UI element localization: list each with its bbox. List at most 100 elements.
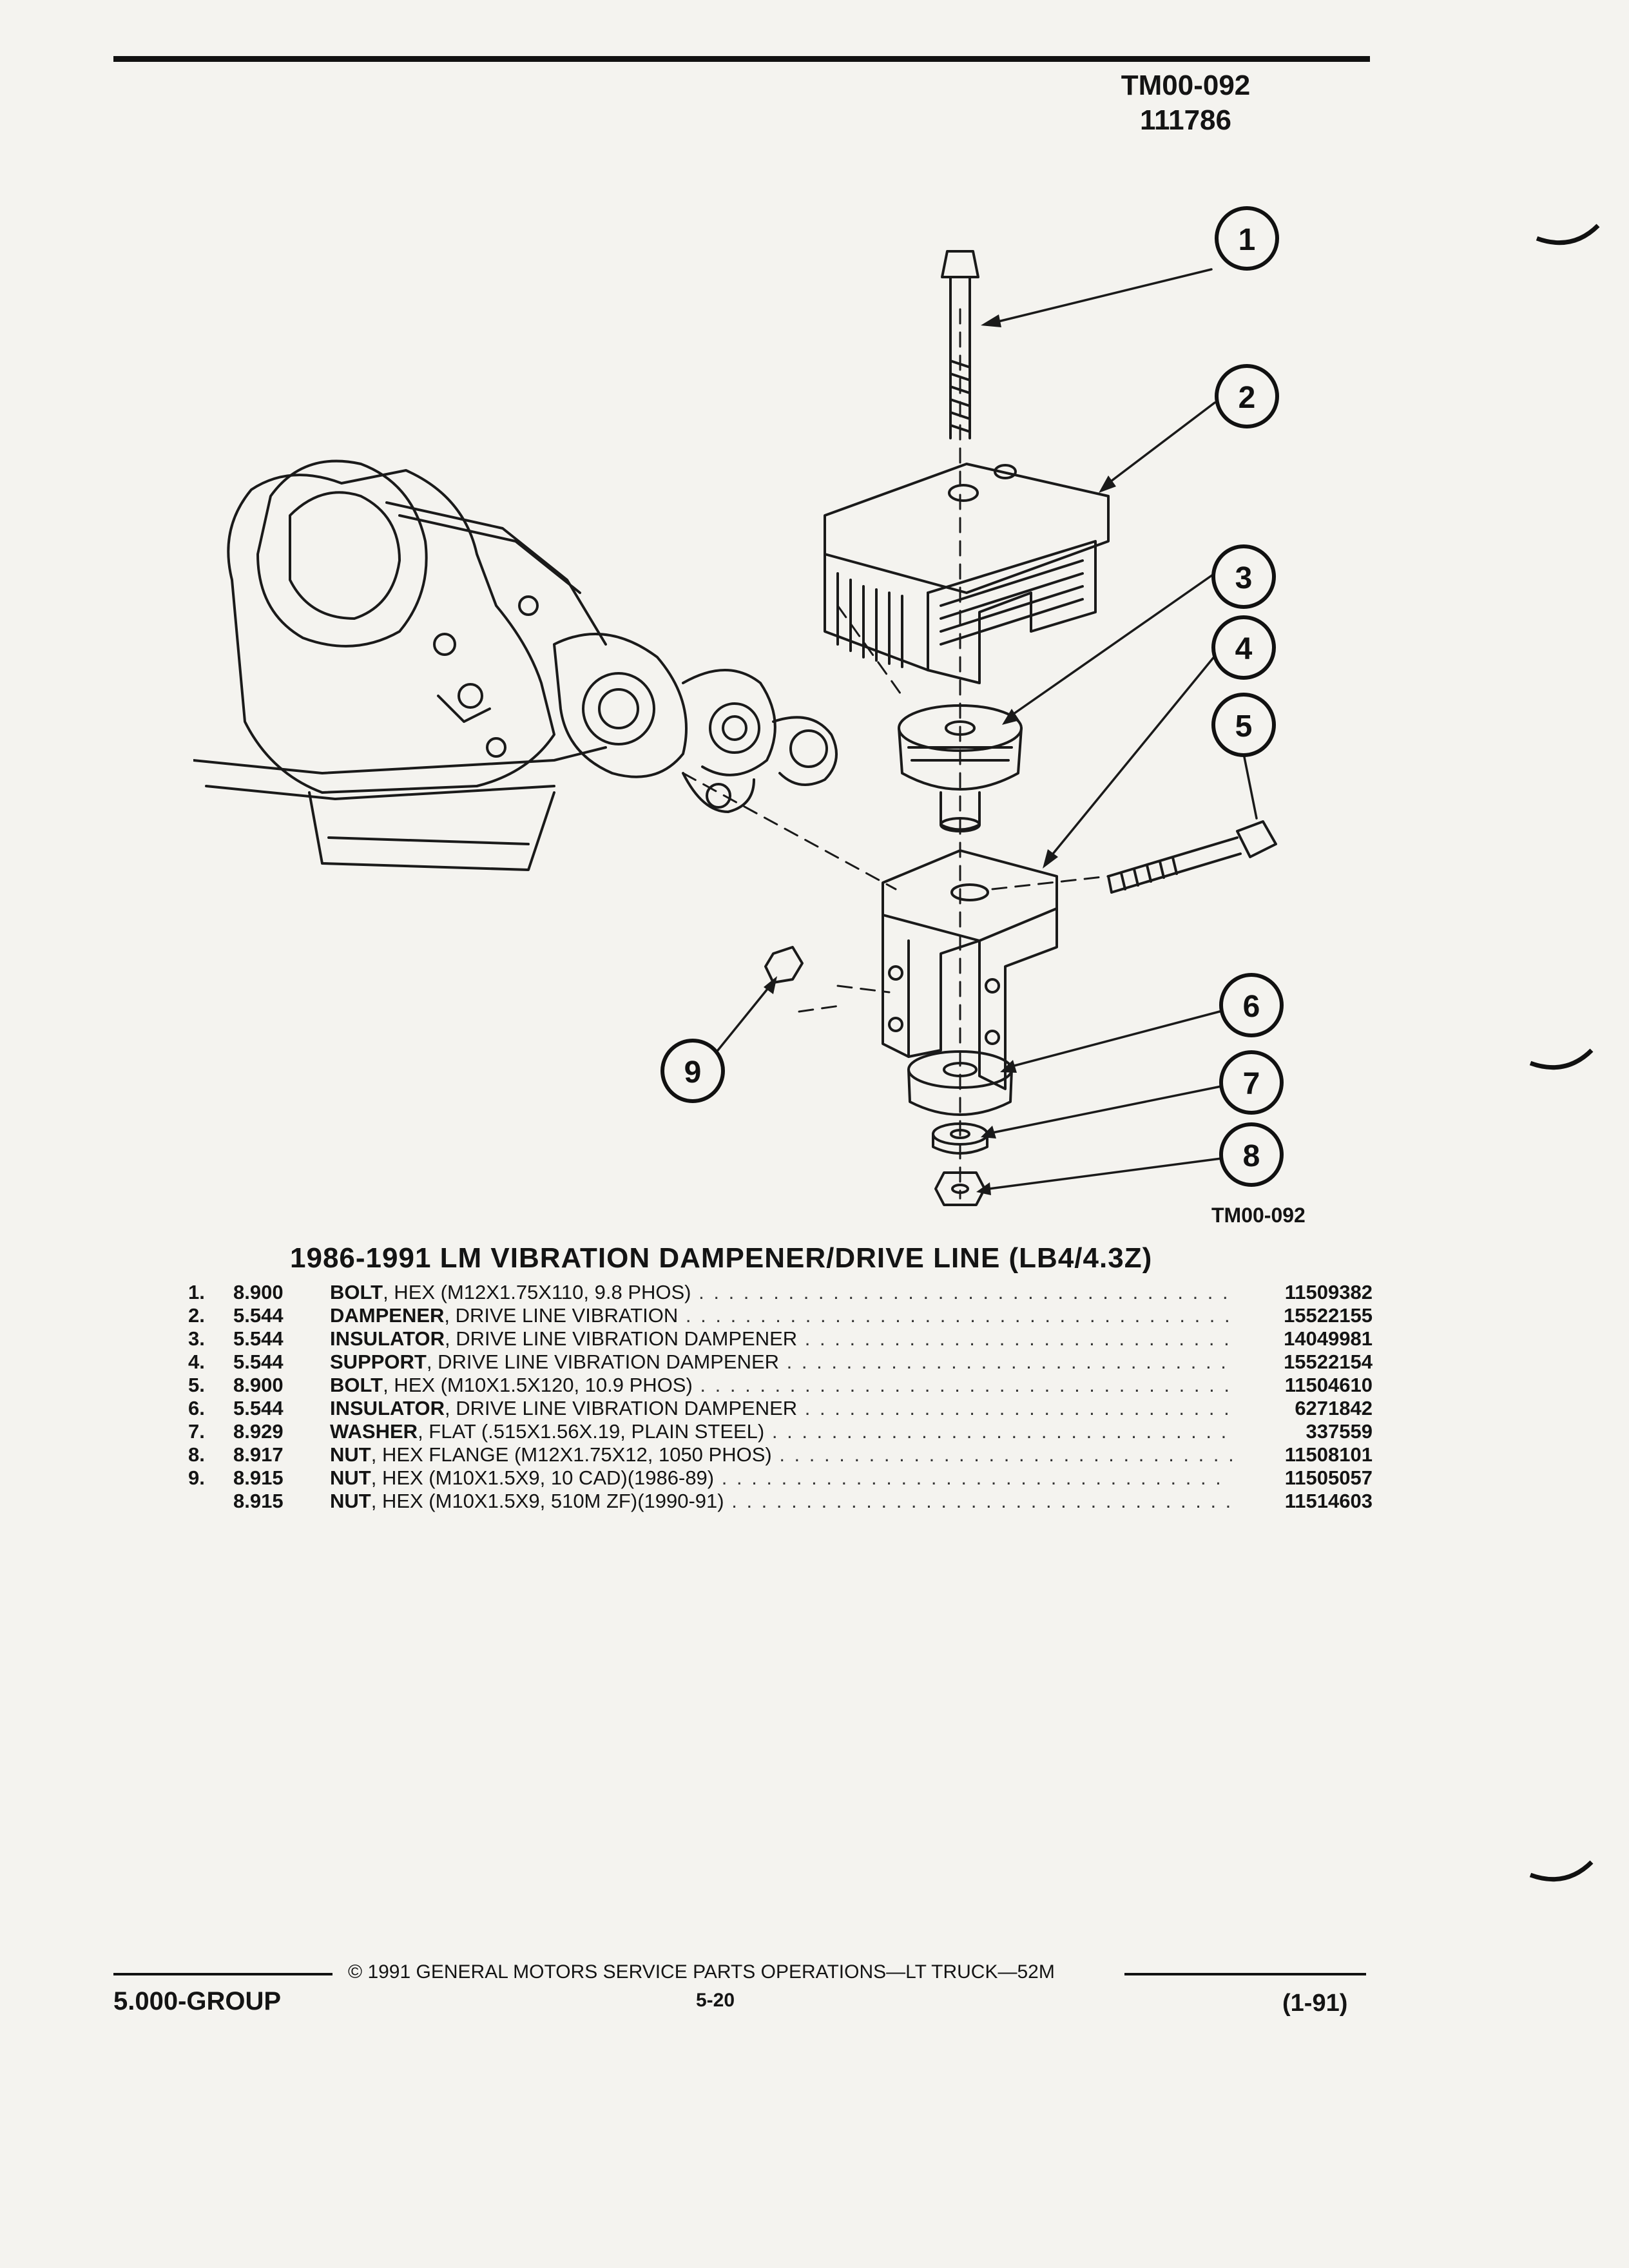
item-number: 2. (188, 1304, 205, 1327)
callout-6: 6 (1219, 973, 1284, 1037)
part-name: INSULATOR (330, 1397, 445, 1419)
bolt-1-illustration (941, 250, 979, 439)
transmission-illustration (193, 459, 838, 871)
part-name: BOLT (330, 1281, 383, 1303)
part-detail: , HEX (M10X1.5X9, 510M ZF)(1990-91) (371, 1490, 724, 1512)
group-number: 8.900 (233, 1374, 284, 1396)
svg-text:4: 4 (1235, 632, 1253, 666)
part-name: WASHER (330, 1420, 418, 1443)
nut-8-illustration (934, 1171, 986, 1206)
callout-2: 2 (1215, 364, 1279, 428)
callout-3: 3 (1211, 544, 1276, 609)
part-detail: , DRIVE LINE VIBRATION DAMPENER (444, 1327, 798, 1350)
part-number: 11509382 (1284, 1281, 1373, 1303)
exploded-view-diagram: 1 2 3 4 5 6 7 8 (193, 206, 1284, 1206)
part-name: DAMPENER (330, 1304, 445, 1327)
dampener-illustration (824, 463, 1110, 684)
part-description: DAMPENER, DRIVE LINE VIBRATION . . . . .… (330, 1304, 1232, 1327)
page-number: 5-20 (696, 1990, 735, 2011)
revision-date: (1-91) (1282, 1990, 1348, 2017)
leader-dots: . . . . . . . . . . . . . . . . . . . . … (731, 1490, 1232, 1512)
part-number: 11505057 (1284, 1466, 1373, 1489)
part-number: 14049981 (1284, 1327, 1373, 1350)
group-number: 8.900 (233, 1281, 284, 1303)
footer-rule-left (113, 1973, 333, 1975)
footer-rule-right (1124, 1973, 1366, 1975)
part-description: SUPPORT, DRIVE LINE VIBRATION DAMPENER .… (330, 1350, 1232, 1374)
parts-list-row: 8. 8.917 NUT, HEX FLANGE (M12X1.75X12, 105… (174, 1443, 1373, 1466)
part-description: NUT, HEX (M10X1.5X9, 10 CAD)(1986-89) . … (330, 1466, 1232, 1490)
part-number: 6271842 (1295, 1397, 1373, 1419)
callout-7: 7 (1219, 1050, 1284, 1115)
parts-list-row: 1. 8.900 BOLT, HEX (M12X1.75X110, 9.8 PHOS… (174, 1281, 1373, 1304)
svg-text:1: 1 (1239, 223, 1256, 257)
part-detail: , DRIVE LINE VIBRATION (444, 1304, 679, 1327)
part-name: NUT (330, 1466, 371, 1489)
part-number: 11508101 (1284, 1443, 1373, 1466)
item-number: 6. (188, 1397, 205, 1419)
group-number: 8.917 (233, 1443, 284, 1466)
item-number: 8. (188, 1443, 205, 1466)
part-detail: , DRIVE LINE VIBRATION DAMPENER (444, 1397, 798, 1419)
part-name: INSULATOR (330, 1327, 445, 1350)
parts-list-row: 2. 5.544 DAMPENER, DRIVE LINE VIBRATION . … (174, 1304, 1373, 1327)
part-number: 15522155 (1284, 1304, 1373, 1327)
svg-text:5: 5 (1235, 709, 1253, 744)
nut-9-illustration (764, 946, 804, 984)
bolt-5-illustration (1107, 820, 1277, 894)
callout-8: 8 (1219, 1122, 1284, 1187)
group-number: 8.915 (233, 1490, 284, 1512)
footer-copyright: © 1991 GENERAL MOTORS SERVICE PARTS OPER… (348, 1961, 1055, 1983)
leader-dots: . . . . . . . . . . . . . . . . . . . . … (804, 1327, 1232, 1350)
binder-mark-middle (1529, 1048, 1594, 1070)
group-number: 5.544 (233, 1397, 284, 1419)
leader-dots: . . . . . . . . . . . . . . . . . . . . … (699, 1281, 1232, 1303)
footer-group: 5.000-GROUP (113, 1987, 282, 2015)
part-description: NUT, HEX (M10X1.5X9, 510M ZF)(1990-91) .… (330, 1490, 1232, 1513)
callout-5: 5 (1211, 693, 1276, 757)
svg-text:8: 8 (1243, 1139, 1260, 1173)
callout-1: 1 (1215, 206, 1279, 271)
support-bracket-illustration (882, 849, 1058, 1090)
part-number: 15522154 (1284, 1350, 1373, 1373)
insulator-3-illustration (898, 704, 1023, 832)
item-number: 5. (188, 1374, 205, 1396)
leader-dots: . . . . . . . . . . . . . . . . . . . . … (771, 1420, 1232, 1443)
item-number: 4. (188, 1350, 205, 1373)
svg-text:7: 7 (1243, 1067, 1260, 1101)
part-description: BOLT, HEX (M12X1.75X110, 9.8 PHOS) . . .… (330, 1281, 1232, 1304)
part-number: 337559 (1306, 1420, 1373, 1443)
part-detail: , HEX (M10X1.5X9, 10 CAD)(1986-89) (371, 1466, 715, 1489)
group-number: 5.544 (233, 1304, 284, 1327)
part-name: NUT (330, 1490, 371, 1512)
leader-dots: . . . . . . . . . . . . . . . . . . . . … (700, 1374, 1232, 1396)
leader-dots: . . . . . . . . . . . . . . . . . . . . … (786, 1350, 1232, 1373)
item-number: 9. (188, 1466, 205, 1489)
leader-dots: . . . . . . . . . . . . . . . . . . . . … (804, 1397, 1232, 1419)
part-number: 11514603 (1284, 1490, 1373, 1512)
part-name: SUPPORT (330, 1350, 427, 1373)
parts-list-row: 8.915 NUT, HEX (M10X1.5X9, 510M ZF)(1990-… (174, 1490, 1373, 1513)
svg-text:6: 6 (1243, 990, 1260, 1024)
part-number: 11504610 (1284, 1374, 1373, 1396)
parts-list-row: 9. 8.915 NUT, HEX (M10X1.5X9, 10 CAD)(1986… (174, 1466, 1373, 1490)
part-detail: , HEX FLANGE (M12X1.75X12, 1050 PHOS) (371, 1443, 772, 1466)
item-number: 1. (188, 1281, 205, 1303)
group-number: 8.915 (233, 1466, 284, 1489)
parts-list-row: 6. 5.544 INSULATOR, DRIVE LINE VIBRATION D… (174, 1397, 1373, 1420)
svg-text:9: 9 (684, 1055, 702, 1090)
part-detail: , DRIVE LINE VIBRATION DAMPENER (426, 1350, 780, 1373)
leader-dots: . . . . . . . . . . . . . . . . . . . . … (721, 1466, 1232, 1489)
part-detail: , HEX (M12X1.75X110, 9.8 PHOS) (383, 1281, 691, 1303)
part-name: NUT (330, 1443, 371, 1466)
part-description: INSULATOR, DRIVE LINE VIBRATION DAMPENER… (330, 1397, 1232, 1420)
reference-number: 111786 (1140, 104, 1231, 136)
item-number: 3. (188, 1327, 205, 1350)
group-number: 5.544 (233, 1350, 284, 1373)
parts-list-row: 4. 5.544 SUPPORT, DRIVE LINE VIBRATION DAM… (174, 1350, 1373, 1374)
item-number: 7. (188, 1420, 205, 1443)
part-name: BOLT (330, 1374, 383, 1396)
